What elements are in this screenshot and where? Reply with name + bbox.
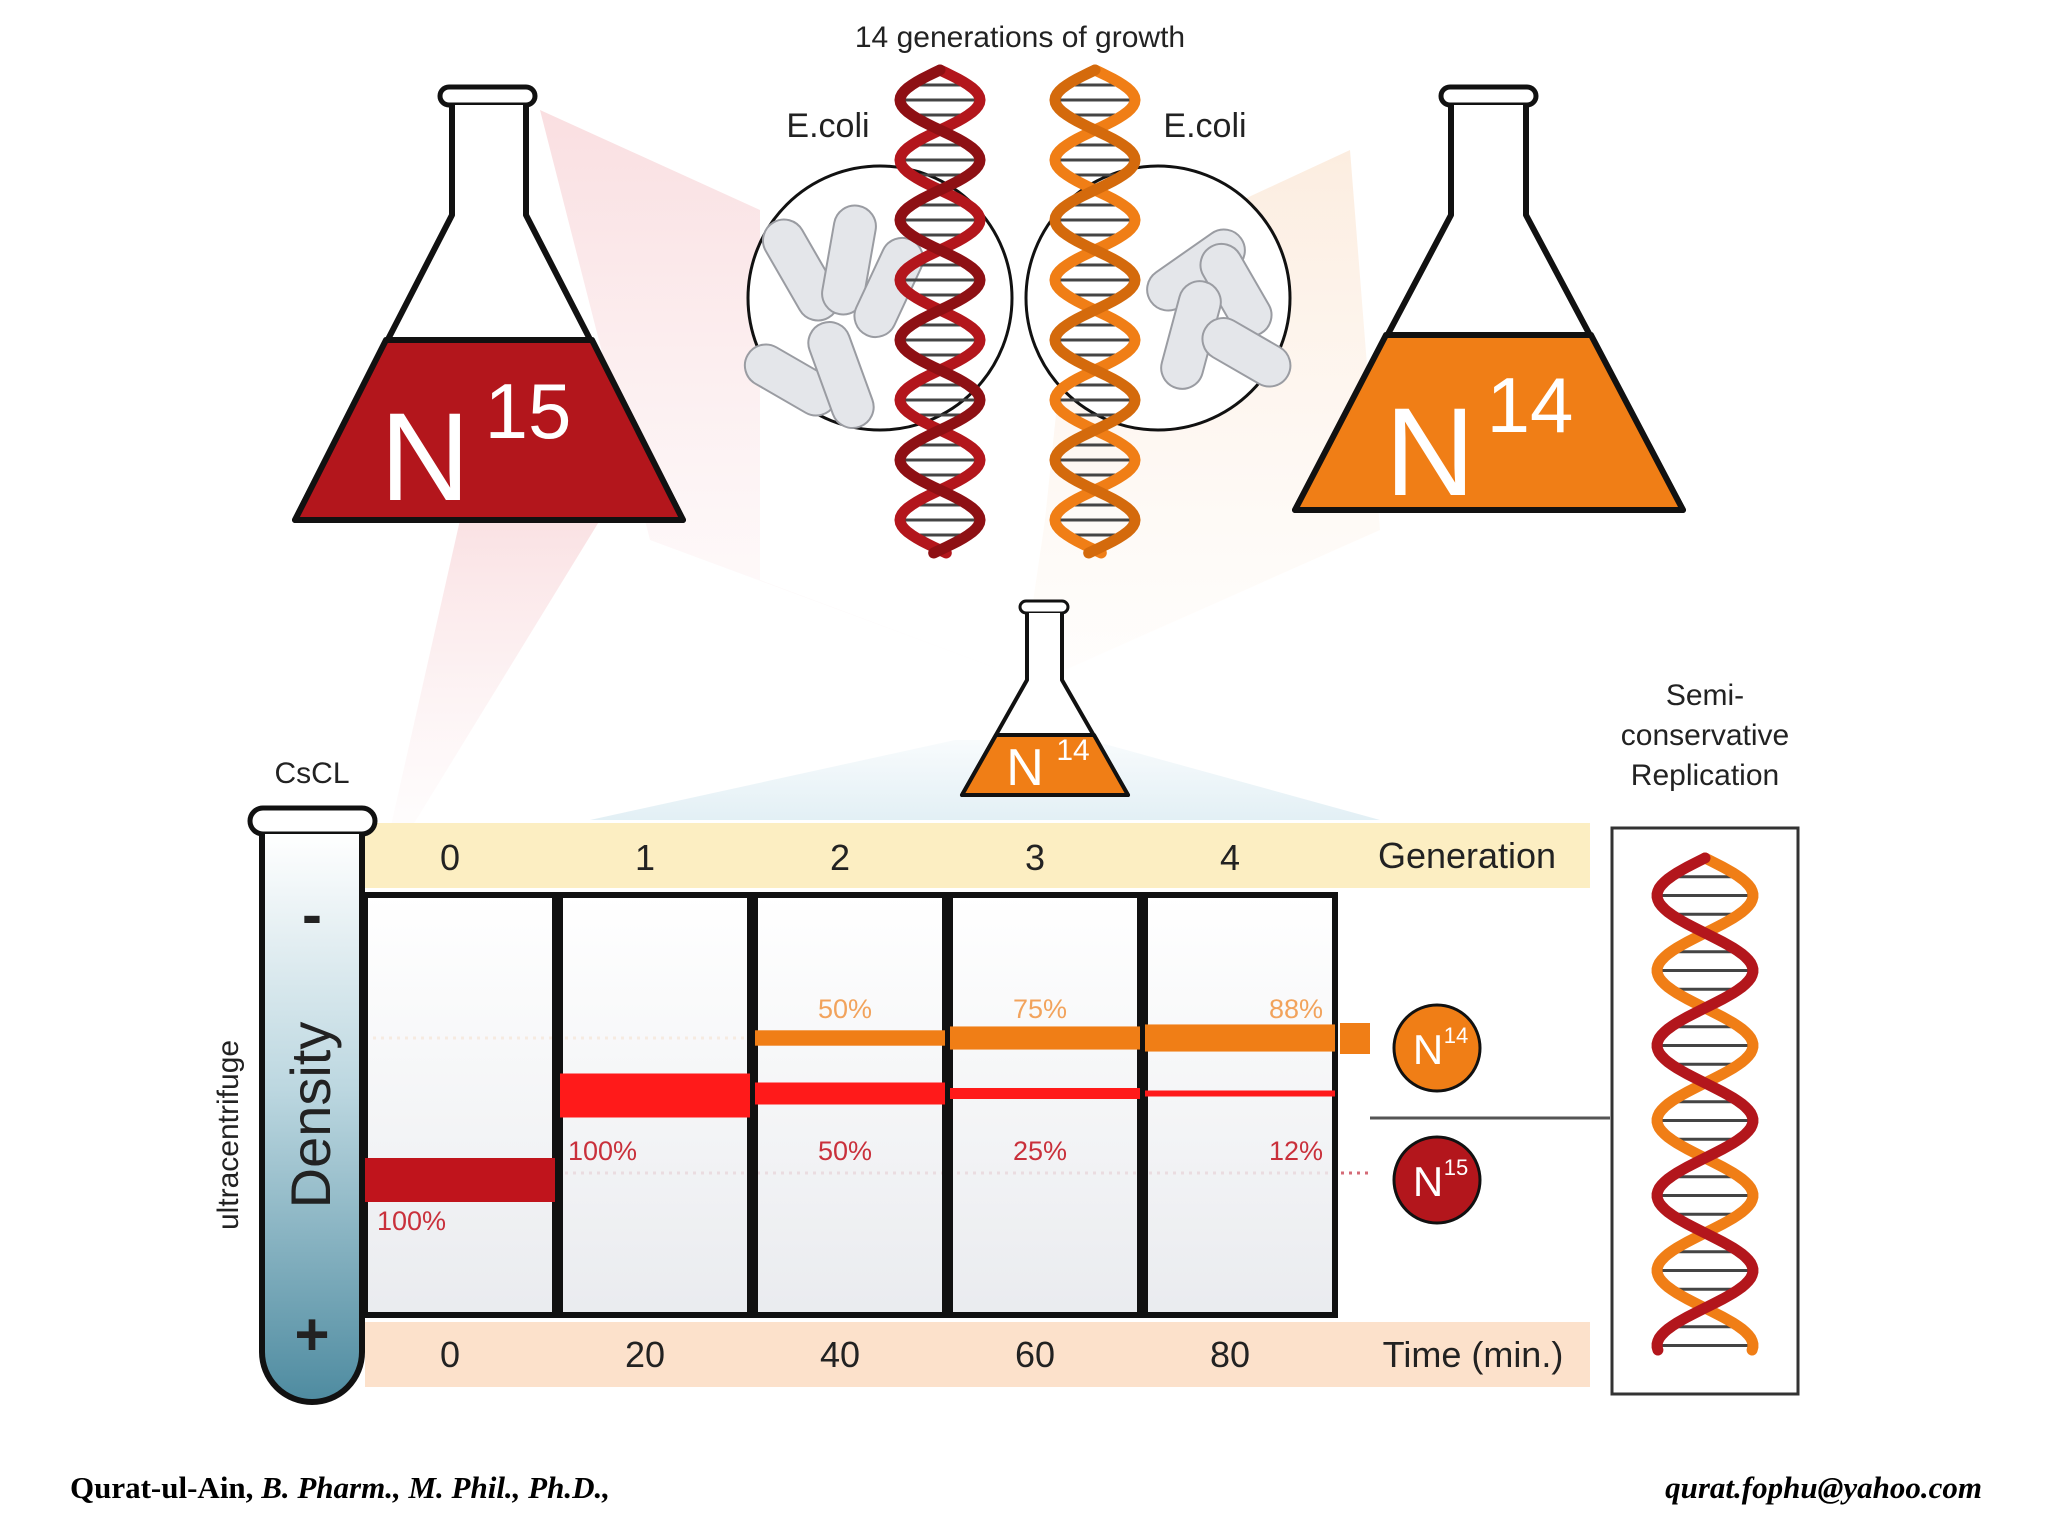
flask-n14-mass: 14: [1487, 361, 1574, 449]
flask-n14-liquid: [1292, 332, 1686, 513]
generation-value-0: 0: [440, 837, 460, 878]
generation-value-4: 4: [1220, 837, 1240, 878]
ecoli-right-label: E.coli: [1163, 107, 1246, 145]
legend-n15-symbol: N: [1413, 1158, 1443, 1205]
flask-n15-symbol: N: [380, 388, 470, 527]
flask-n14: N 14: [1292, 84, 1686, 522]
band-light-2: [755, 1030, 945, 1046]
band-light-extension: [1340, 1023, 1370, 1054]
n15-percent-1: 100%: [568, 1136, 637, 1166]
density-plus: +: [294, 1301, 329, 1368]
flask-n14-symbol: N: [1385, 383, 1475, 522]
time-values: 0 20 40 60 80: [440, 1334, 1250, 1375]
author-name: Qurat-ul-Ain,: [70, 1470, 254, 1505]
band-heavy-0: [365, 1158, 555, 1202]
band-light-4: [1145, 1024, 1335, 1052]
replication-label-1: Semi-: [1666, 679, 1744, 712]
generation-value-3: 3: [1025, 837, 1045, 878]
ecoli-left-label: E.coli: [786, 107, 869, 145]
lane-2: [752, 892, 948, 1318]
generation-value-1: 1: [635, 837, 655, 878]
density-minus: -: [302, 881, 322, 948]
flask-n15-mass: 15: [485, 367, 572, 455]
dna-helix-n14: [1049, 64, 1141, 559]
density-label: Density: [279, 1022, 342, 1209]
footer-email: qurat.fophu@yahoo.com: [1665, 1470, 1982, 1505]
legend-n14-symbol: N: [1413, 1026, 1443, 1073]
lane-0: [362, 892, 558, 1318]
legend-n15: N 15: [1392, 1135, 1482, 1225]
legend-n15-mass: 15: [1444, 1155, 1468, 1180]
lane-4: [1142, 892, 1338, 1318]
flask-small-n14: N 14: [960, 599, 1130, 797]
band-hybrid-3: [950, 1088, 1140, 1099]
time-band: [365, 1322, 1590, 1387]
replication-panel: Semi- conservative Replication: [1610, 679, 1800, 1396]
gradient-lanes: 100% 100% 50% 50% 75% 25% 88% 12%: [362, 892, 1370, 1318]
n15-percent-4: 12%: [1269, 1136, 1323, 1166]
replication-label-2: conservative: [1621, 719, 1789, 752]
n14-percent-4: 88%: [1269, 994, 1323, 1024]
flask-n15-liquid: [292, 337, 686, 523]
band-hybrid-2: [755, 1082, 945, 1105]
dna-helix-hybrid: [1651, 852, 1759, 1356]
time-value-0: 0: [440, 1334, 460, 1375]
dna-helix-n15: [894, 64, 986, 559]
n15-percent-3: 25%: [1013, 1136, 1067, 1166]
n14-percent-3: 75%: [1013, 994, 1067, 1024]
flask-small-liquid: [960, 733, 1130, 797]
time-value-3: 60: [1015, 1334, 1055, 1375]
n15-percent-2: 50%: [818, 1136, 872, 1166]
generation-band: [365, 823, 1590, 888]
cscl-tube: CsCL - + Density ultracentrifuge: [212, 757, 378, 1405]
tube-label: CsCL: [274, 757, 349, 790]
replication-label-3: Replication: [1631, 759, 1779, 792]
n14-percent-2: 50%: [818, 994, 872, 1024]
footer-author: Qurat-ul-Ain, B. Pharm., M. Phil., Ph.D.…: [70, 1470, 610, 1506]
growth-label: 14 generations of growth: [855, 21, 1185, 54]
generation-label: Generation: [1378, 835, 1556, 876]
time-value-1: 20: [625, 1334, 665, 1375]
band-light-3: [950, 1026, 1140, 1050]
band-hybrid-1: [560, 1073, 750, 1118]
generation-value-2: 2: [830, 837, 850, 878]
n15-percent-0: 100%: [377, 1206, 446, 1236]
time-value-4: 80: [1210, 1334, 1250, 1375]
flask-small-mass: 14: [1056, 734, 1089, 767]
flask-small-symbol: N: [1006, 739, 1044, 797]
time-value-2: 40: [820, 1334, 860, 1375]
band-hybrid-4: [1145, 1090, 1335, 1097]
lane-3: [947, 892, 1143, 1318]
legend-n14-mass: 14: [1444, 1023, 1468, 1048]
flask-n15: N 15: [292, 84, 686, 527]
author-credentials: B. Pharm., M. Phil., Ph.D.,: [261, 1470, 610, 1505]
time-label: Time (min.): [1383, 1334, 1564, 1375]
ultracentrifuge-label: ultracentrifuge: [212, 1040, 245, 1230]
legend-n14: N 14: [1392, 1003, 1482, 1093]
generation-values: 0 1 2 3 4: [440, 837, 1240, 878]
